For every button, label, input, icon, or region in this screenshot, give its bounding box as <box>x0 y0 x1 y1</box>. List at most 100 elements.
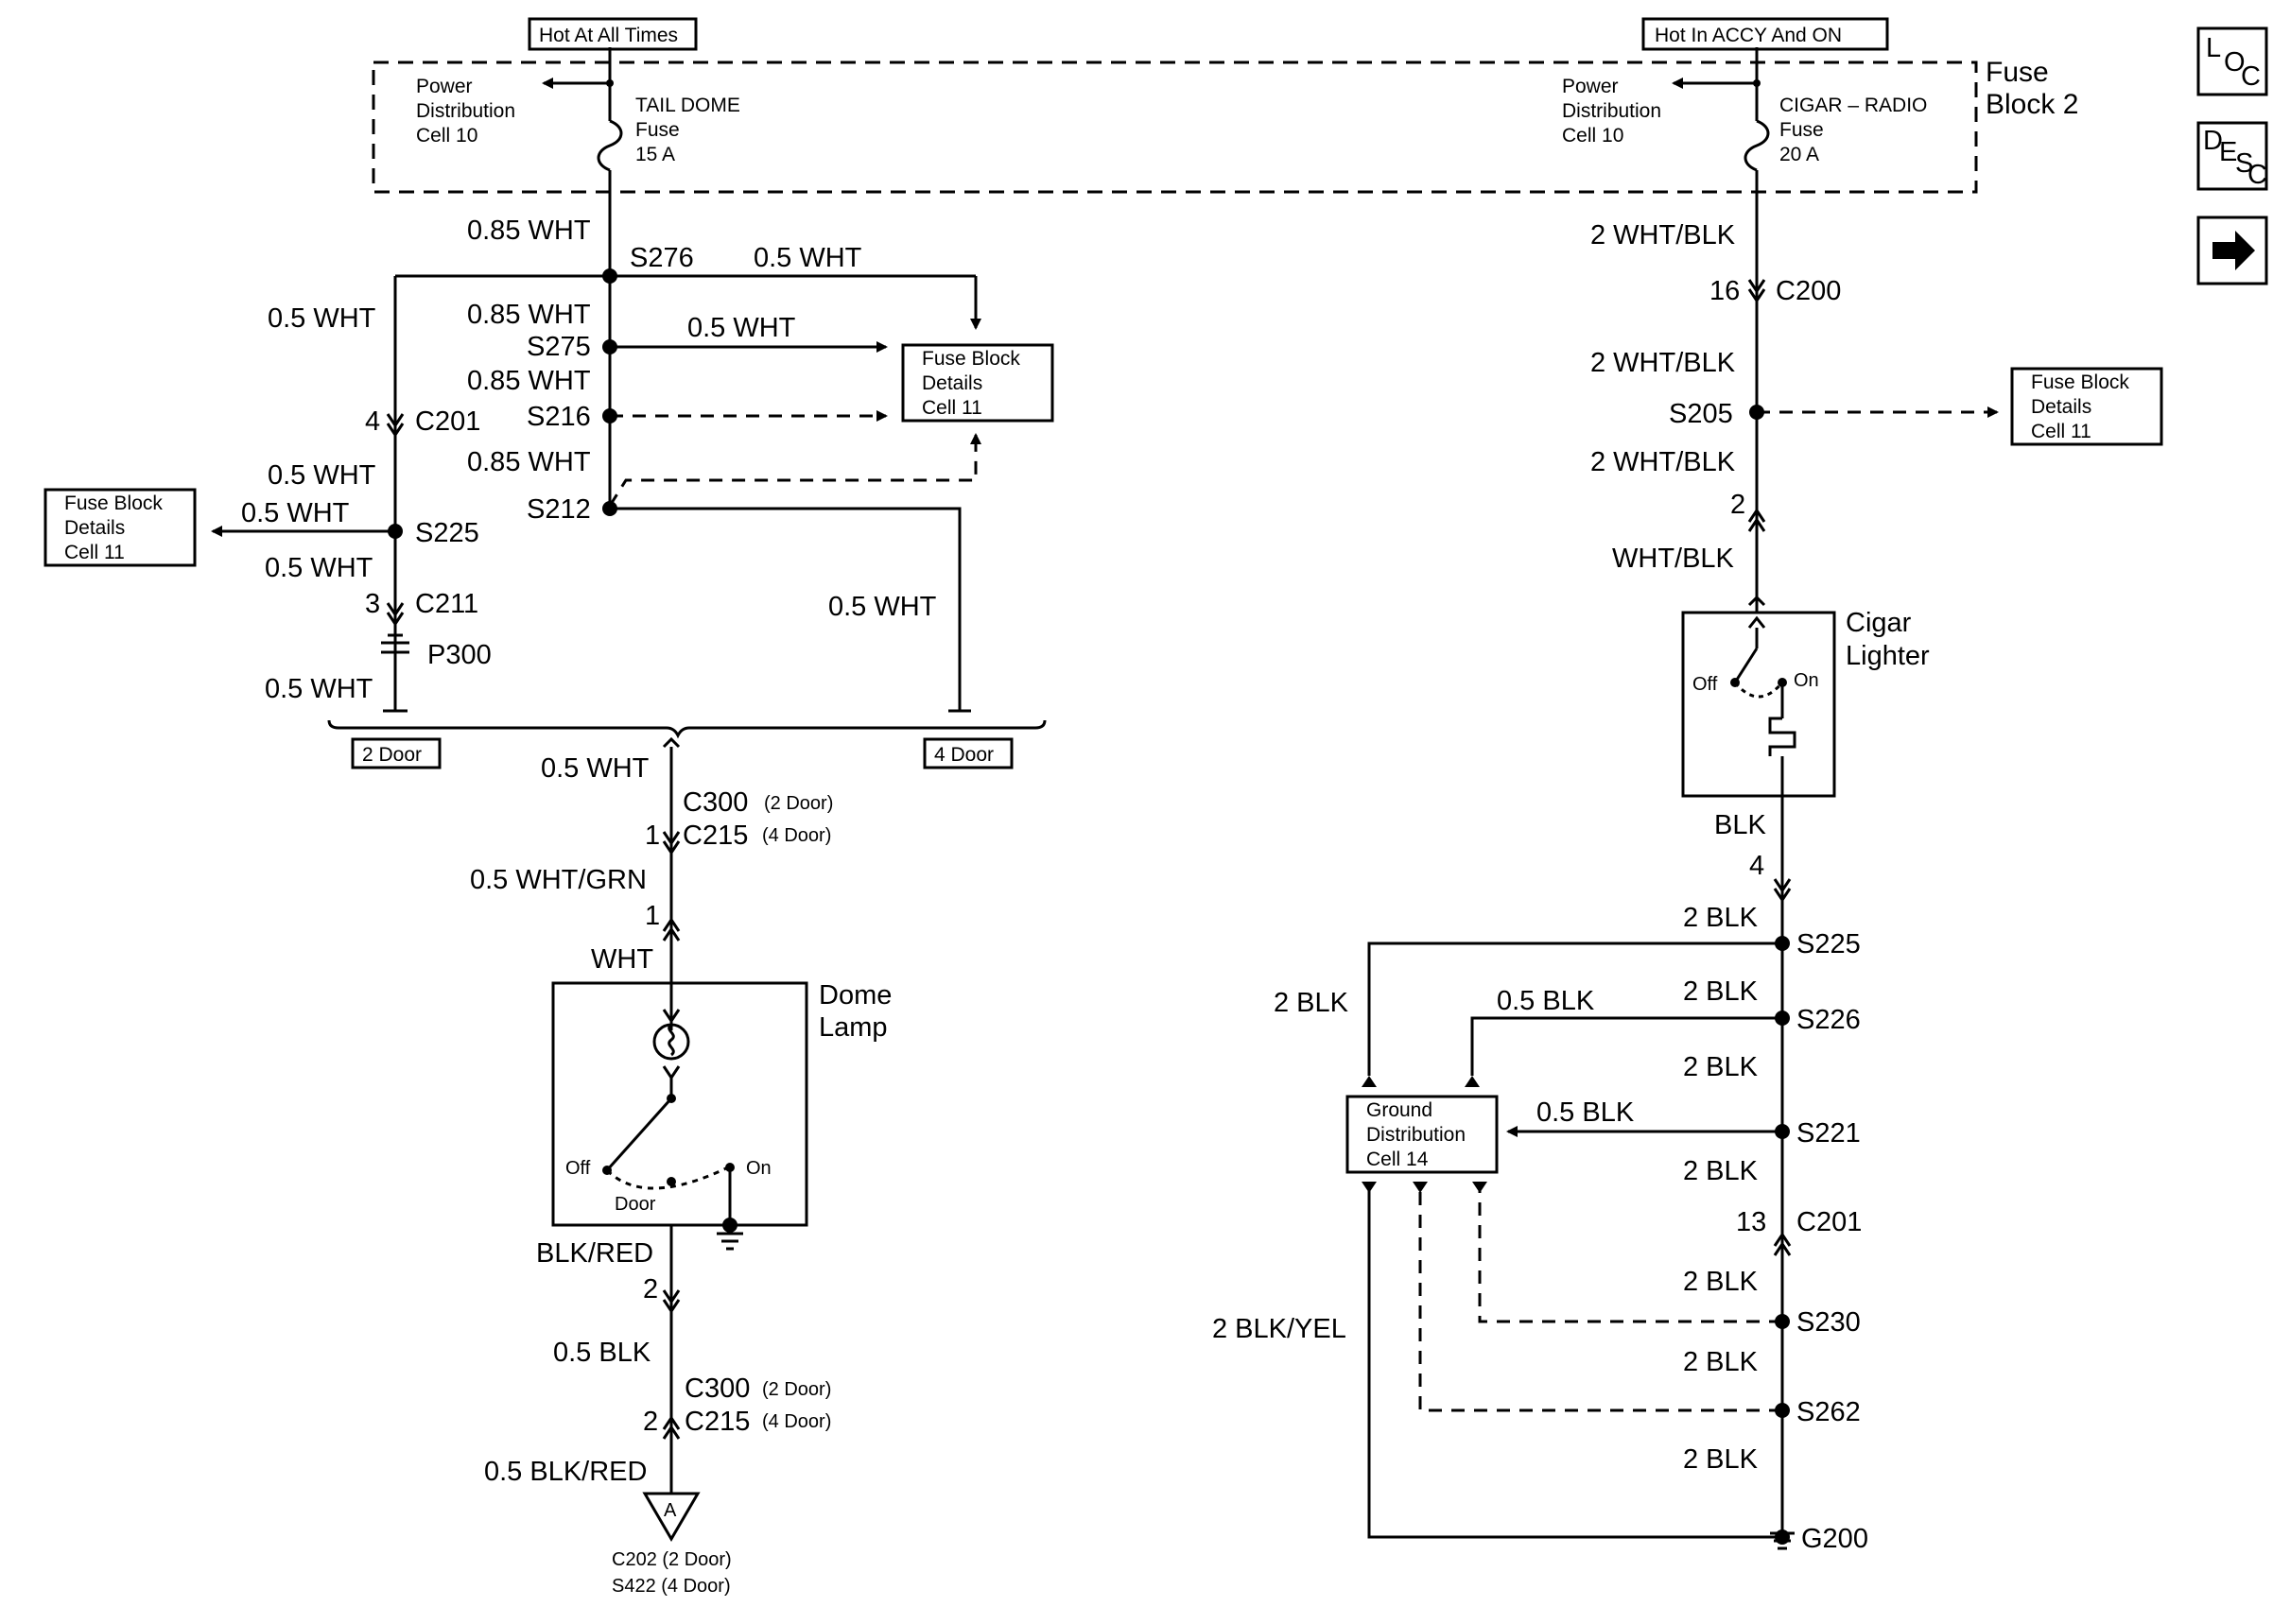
splice-s276 <box>602 268 617 284</box>
desc-button[interactable]: D E S C <box>2196 121 2268 191</box>
connector-label-c300: C300 <box>683 787 748 818</box>
switch-label-door: Door <box>615 1194 656 1215</box>
connector-label-c215: C215 <box>685 1407 750 1437</box>
switch-label-off: Off <box>565 1158 591 1179</box>
left-fuse-line2: Fuse <box>635 119 680 141</box>
fuse-block-details-left-line3: Cell 11 <box>64 542 125 563</box>
ground-distribution-line2: Distribution <box>1366 1124 1466 1146</box>
pin-label: 1 <box>645 901 660 931</box>
wire-label: 0.85 WHT <box>467 447 591 477</box>
pin-label: 13 <box>1736 1207 1766 1237</box>
p300-symbol <box>381 633 409 654</box>
dome-lamp-ground-icon <box>717 1232 743 1251</box>
ground-label-g200: G200 <box>1801 1524 1868 1554</box>
hot-at-all-times-label: Hot At All Times <box>539 25 678 46</box>
fuse-block-details-left-line1: Fuse Block <box>64 492 163 514</box>
pin-label: 2 <box>1730 490 1745 520</box>
wire-label: 2 BLK <box>1683 1052 1759 1082</box>
connector-a-label: A <box>664 1500 677 1521</box>
wire-label: 2 BLK <box>1683 1444 1759 1475</box>
loc-button[interactable]: L O C <box>2196 26 2268 96</box>
splice-label-s226: S226 <box>1796 1005 1861 1035</box>
wire-label: 0.5 WHT <box>828 592 937 622</box>
pin-label: 16 <box>1709 276 1740 306</box>
right-fuse-line3: 20 A <box>1779 144 1819 165</box>
wire-label: 2 WHT/BLK <box>1590 220 1736 251</box>
connector-label-c300: C300 <box>685 1373 750 1404</box>
wire-label: 2 BLK <box>1683 903 1759 933</box>
splice-label-s275: S275 <box>527 332 591 362</box>
fuse-block-details-right-line1: Fuse Block <box>2031 371 2129 393</box>
ground-distribution-line3: Cell 14 <box>1366 1149 1429 1170</box>
left-pd-line2: Distribution <box>416 100 515 122</box>
connector-note: (4 Door) <box>762 825 831 846</box>
fuse-block-title-line2: Block 2 <box>1986 89 2078 120</box>
right-arrow-icon <box>2212 231 2255 270</box>
connector-note: (4 Door) <box>762 1411 831 1432</box>
splice-label-s225: S225 <box>1796 929 1861 959</box>
wire-label: BLK/RED <box>536 1238 653 1269</box>
fuse-block-details-right-line3: Cell 11 <box>2031 421 2091 442</box>
wire-label: 0.5 WHT/GRN <box>470 865 647 895</box>
wire-label: 0.5 WHT <box>268 460 376 491</box>
pin-label: 1 <box>645 821 660 851</box>
wire-label: 0.5 WHT <box>268 303 376 334</box>
wire-label: 2 BLK <box>1683 1347 1759 1377</box>
next-button[interactable] <box>2196 216 2268 285</box>
tail-dome-fuse-symbol <box>597 119 623 172</box>
splice-s212 <box>602 501 617 516</box>
splice-label-s225: S225 <box>415 518 479 548</box>
connector-label-c211: C211 <box>415 589 478 619</box>
connector-note: (2 Door) <box>764 793 833 814</box>
wire-label: 2 WHT/BLK <box>1590 348 1736 378</box>
ground-distribution-line1: Ground <box>1366 1099 1432 1121</box>
wire-label: 2 BLK <box>1683 1267 1759 1297</box>
splice-s216 <box>602 408 617 423</box>
ground-distribution-box <box>1345 1095 1499 1174</box>
splice-label-s212: S212 <box>527 494 591 525</box>
dome-lamp-title-line1: Dome <box>819 980 892 1011</box>
wire-label: 0.5 WHT <box>541 753 650 784</box>
switch-label-on: On <box>746 1158 772 1179</box>
wire-label: 0.5 BLK <box>553 1338 651 1368</box>
right-fuse-line1: CIGAR – RADIO <box>1779 95 1927 116</box>
bottom-note-line1: C202 (2 Door) <box>612 1549 732 1570</box>
part-label-p300: P300 <box>427 640 492 670</box>
wire-label: 0.5 WHT <box>241 498 350 528</box>
wire-label: 0.85 WHT <box>467 300 591 330</box>
wire-label: 0.5 WHT <box>265 553 373 583</box>
splice-s262 <box>1775 1403 1790 1418</box>
splice-label-s221: S221 <box>1796 1118 1861 1149</box>
fuse-block-details-right-line2: Details <box>2031 396 2091 418</box>
cigar-element-icon <box>1768 717 1796 756</box>
splice-label-s230: S230 <box>1796 1307 1861 1338</box>
pin-label: 4 <box>365 406 380 437</box>
splice-s230 <box>1775 1314 1790 1329</box>
fuse-block-details-left-box <box>43 488 197 567</box>
wire-label: 0.5 BLK <box>1497 986 1595 1016</box>
svg-text:C: C <box>2247 160 2267 190</box>
wire-label: 2 BLK <box>1683 976 1759 1007</box>
fuse-block-title-line1: Fuse <box>1986 57 2049 88</box>
splice-s275 <box>602 339 617 354</box>
left-pd-line3: Cell 10 <box>416 125 477 147</box>
fuse-block-details-mid-line2: Details <box>922 372 982 394</box>
left-pd-line1: Power <box>416 76 473 97</box>
splice-g200 <box>1775 1529 1790 1545</box>
wire-label: 0.5 WHT <box>687 313 796 343</box>
splice-s221 <box>1775 1124 1790 1139</box>
svg-text:D: D <box>2203 126 2223 156</box>
four-door-label: 4 Door <box>934 744 994 766</box>
switch-label-on: On <box>1794 670 1819 691</box>
fuse-block-2-outline <box>372 60 1978 194</box>
fuse-block-details-mid-line3: Cell 11 <box>922 397 982 419</box>
connector-label-c200: C200 <box>1776 276 1841 306</box>
left-fuse-line3: 15 A <box>635 144 675 165</box>
cigar-lighter-title-line1: Cigar <box>1846 608 1912 638</box>
fuse-block-details-right-box <box>2010 367 2163 446</box>
connector-a-triangle <box>642 1492 701 1542</box>
four-door-label-box <box>923 737 1014 769</box>
splice-s226 <box>1775 1011 1790 1026</box>
pin-label: 4 <box>1749 851 1764 881</box>
